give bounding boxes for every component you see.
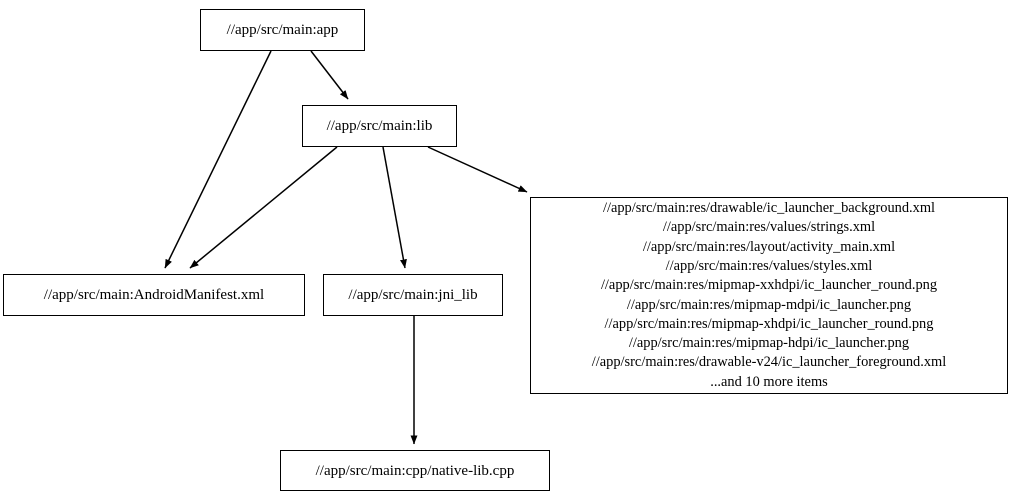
node-resources-group-label: //app/src/main:res/drawable/ic_launcher_… (591, 200, 947, 390)
edge-app-to-lib (310, 50, 349, 100)
node-android-manifest[interactable]: //app/src/main:AndroidManifest.xml (3, 274, 305, 316)
edge-lib-to-resources (427, 146, 528, 193)
node-android-manifest-label: //app/src/main:AndroidManifest.xml (43, 287, 265, 303)
node-jni-lib[interactable]: //app/src/main:jni_lib (323, 274, 503, 316)
node-lib-label: //app/src/main:lib (326, 118, 433, 134)
node-app-label: //app/src/main:app (226, 22, 339, 38)
node-resources-group[interactable]: //app/src/main:res/drawable/ic_launcher_… (530, 197, 1008, 394)
node-jni-lib-label: //app/src/main:jni_lib (348, 287, 478, 303)
edge-lib-to-manifest (189, 146, 338, 269)
edge-app-to-manifest (164, 50, 272, 269)
edge-lib-to-jni-lib (382, 146, 407, 269)
node-lib[interactable]: //app/src/main:lib (302, 105, 457, 147)
node-app[interactable]: //app/src/main:app (200, 9, 365, 51)
node-native-lib-cpp[interactable]: //app/src/main:cpp/native-lib.cpp (280, 450, 550, 491)
node-native-lib-cpp-label: //app/src/main:cpp/native-lib.cpp (315, 462, 515, 479)
